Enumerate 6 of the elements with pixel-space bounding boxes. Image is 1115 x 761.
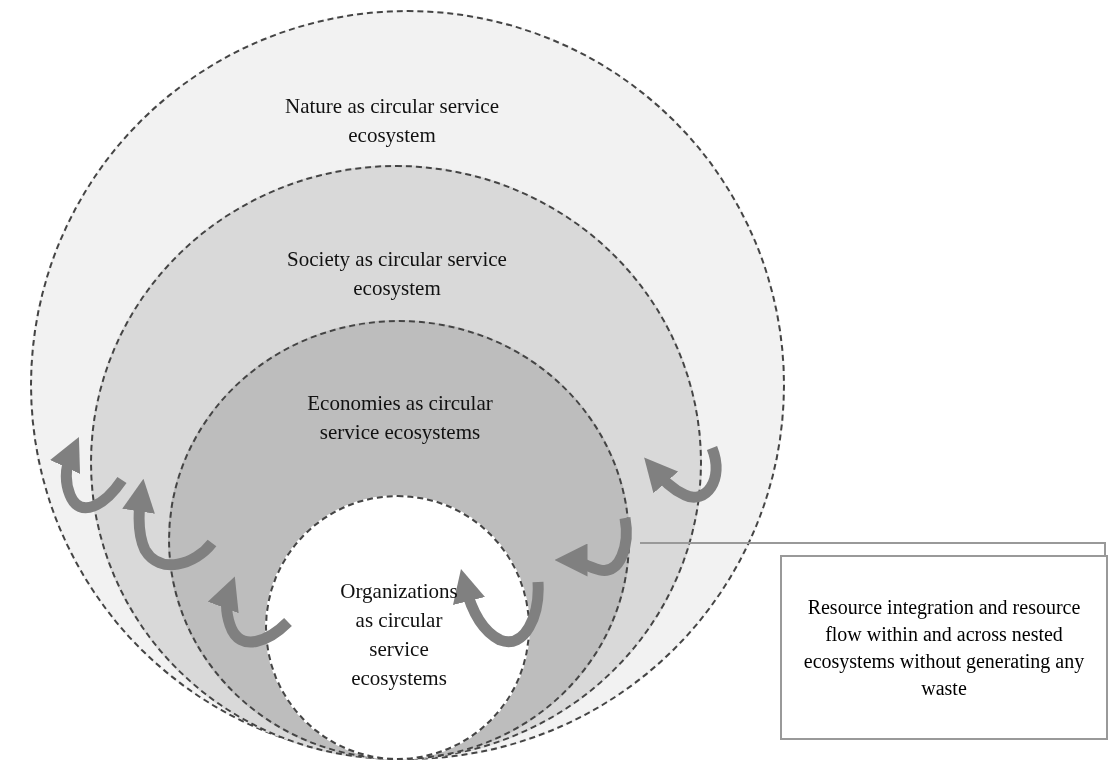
leader-line bbox=[639, 542, 1106, 556]
callout-box: Resource integration and resource flow within and across nested ecosystems without generating any waste bbox=[780, 555, 1108, 740]
ring-label: Economies as circular service ecosystems bbox=[306, 390, 494, 446]
ring-label: Organizations as circular service ecosystems bbox=[339, 578, 459, 692]
ring-label: Nature as circular service ecosystem bbox=[284, 93, 500, 149]
ring-label: Society as circular service ecosystem bbox=[286, 246, 508, 302]
